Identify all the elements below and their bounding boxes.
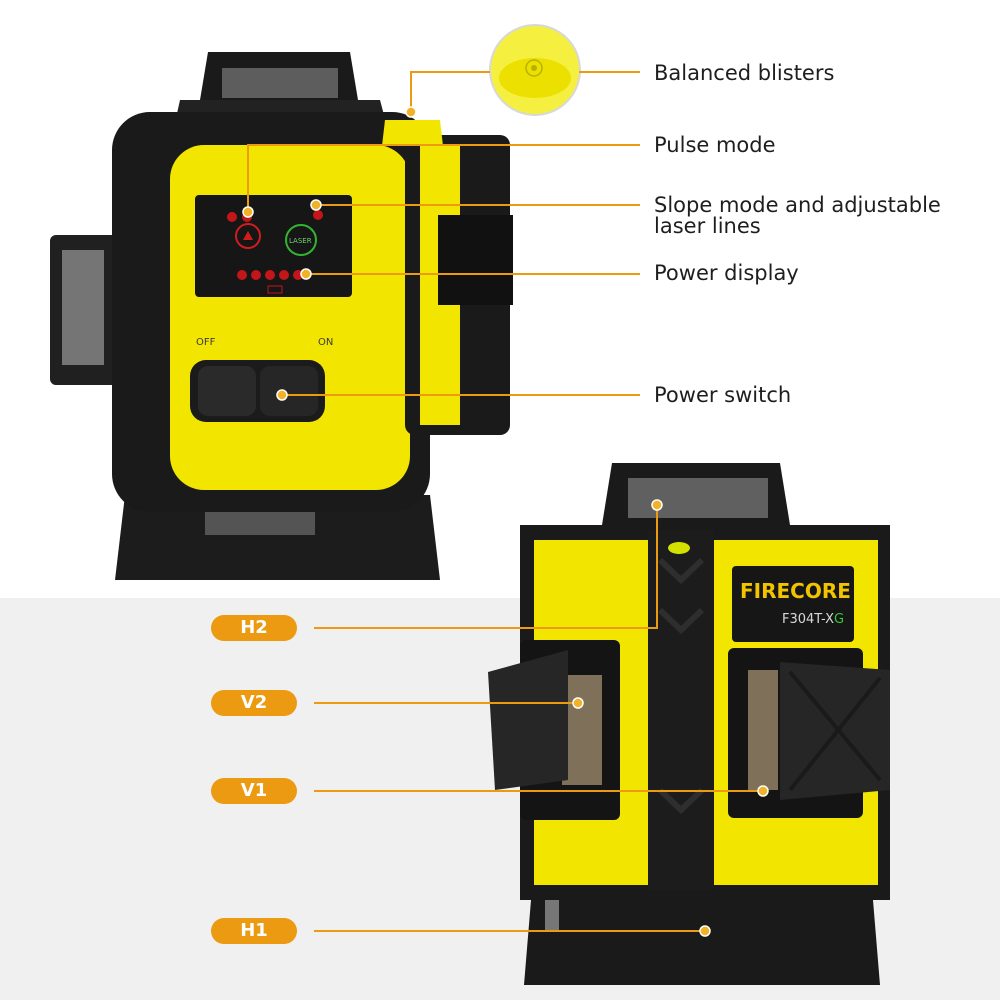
laser-level-side-view: LASER OFF ON [50,52,513,580]
h2-badge: H2 [211,615,297,641]
switch-on-text: ON [318,337,333,348]
switch-off-text: OFF [196,337,216,348]
laser-button-text: LASER [289,237,312,245]
laser-level-front-view: FIRECORE F304T-XG [488,463,890,985]
power-switch-label: Power switch [654,383,792,407]
power-display-label: Power display [654,261,799,285]
top-callout-lines [247,71,640,396]
brand-text: FIRECORE [740,579,851,603]
bottom-callout-lines [314,505,763,932]
balanced-blisters-label: Balanced blisters [654,61,835,85]
model-text: F304T-XG [782,612,844,627]
v1-badge: V1 [211,778,297,804]
pulse-mode-label: Pulse mode [654,133,776,157]
slope-mode-label: Slope mode and adjustable laser lines [654,193,941,238]
h1-badge: H1 [211,918,297,944]
blister-magnifier [489,24,581,116]
v2-badge: V2 [211,690,297,716]
